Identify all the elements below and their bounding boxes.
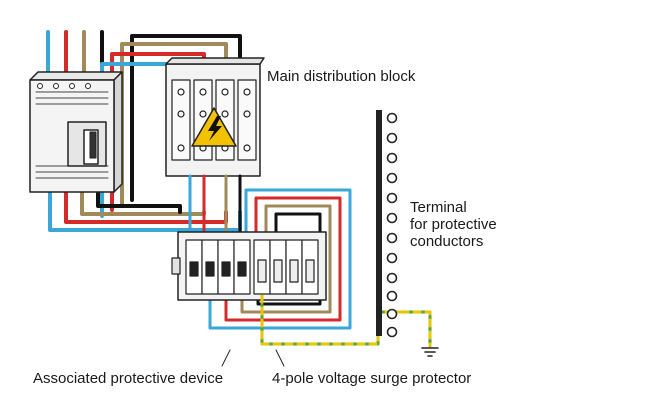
surge-protector-device [253, 239, 319, 295]
label-terminal-line2: for protective [410, 216, 497, 233]
terminal-strip [376, 110, 398, 338]
label-associated-protective-device: Associated protective device [33, 370, 224, 387]
label-terminal-line1: Terminal [410, 199, 467, 216]
protective-earth-wire [260, 294, 432, 348]
main-distribution-block [165, 57, 265, 177]
ground-symbol-icon [421, 347, 439, 357]
block-to-spd-wires [188, 174, 242, 238]
label-surge-protector: 4-pole voltage surge protector [272, 370, 472, 387]
label-terminal-line3: conductors [410, 233, 484, 250]
out-wire-black [96, 188, 182, 214]
main-circuit-breaker [29, 71, 123, 193]
lightning-warning-icon [191, 107, 237, 147]
label-main-distribution-block: Main distribution block [267, 68, 416, 85]
spd-loop-wires [208, 188, 352, 330]
associated-protective-device [185, 239, 251, 295]
label-terminal-protective-conductors: Terminal for protective conductors [410, 199, 497, 250]
feed-wire-black [130, 34, 242, 202]
breaker-output-wires [48, 188, 242, 232]
din-rail-devices [171, 231, 327, 301]
leader-lines [221, 349, 285, 367]
